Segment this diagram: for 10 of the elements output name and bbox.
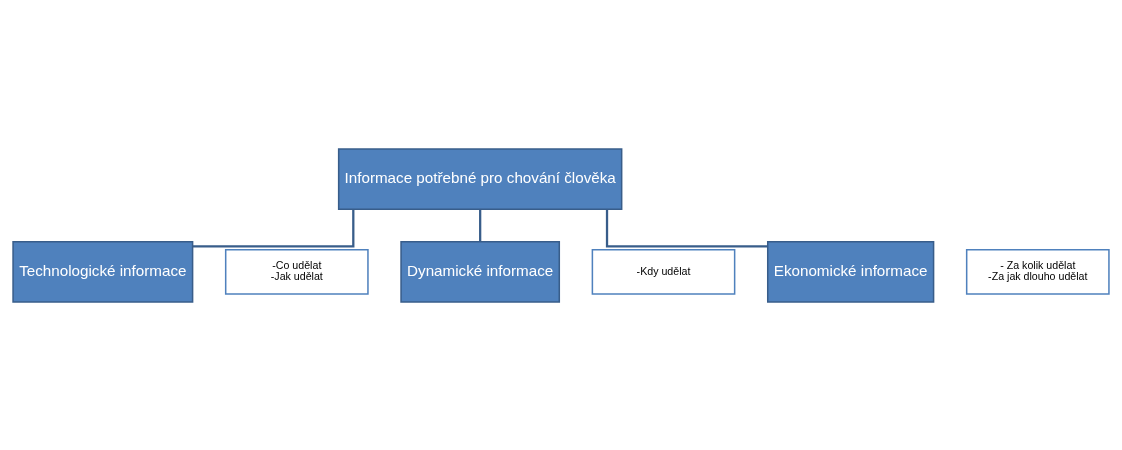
node-box: Dynamické informace (400, 240, 561, 303)
node-box: Technologické informace (12, 240, 194, 303)
node-box: Ekonomické informace (767, 240, 935, 303)
node-box: Informace potřebné pro chování člověka (337, 147, 623, 210)
connector (479, 208, 482, 242)
connector (192, 208, 355, 248)
node-box: - Za kolik udělat -Za jak dlouho udělat (965, 248, 1110, 295)
node-box: -Co udělat -Jak udělat (224, 248, 369, 295)
connector (605, 208, 768, 248)
node-box: -Kdy udělat (591, 248, 736, 295)
